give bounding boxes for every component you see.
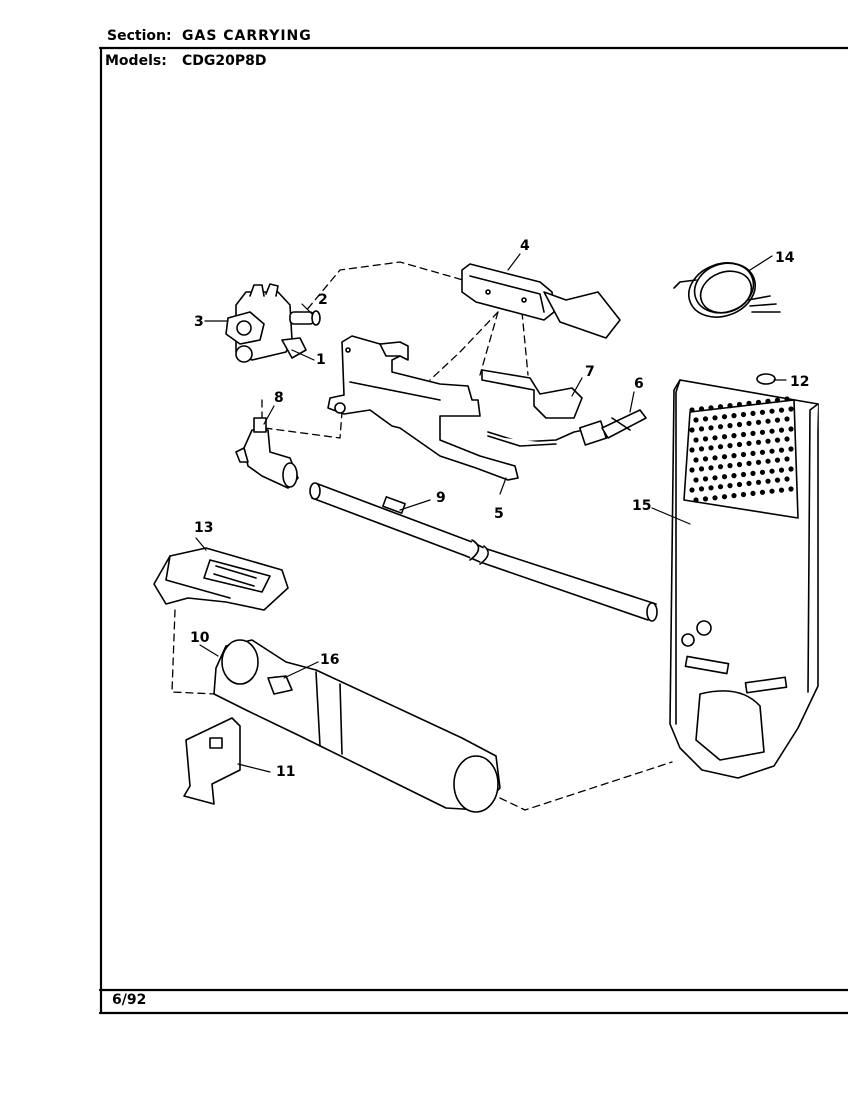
callout-11: 11	[276, 764, 295, 780]
heater-housing-part-15	[669, 379, 819, 779]
callout-2: 2	[318, 292, 328, 308]
callout-6: 6	[634, 376, 644, 392]
callout-13: 13	[194, 520, 213, 536]
callout-12: 12	[790, 374, 809, 390]
callout-15: 15	[632, 498, 651, 514]
perforation-pattern	[689, 396, 794, 503]
callout-9: 9	[436, 490, 446, 506]
models-label: Models:	[105, 53, 167, 69]
fitting-part-12	[756, 373, 776, 385]
callout-leaders	[195, 253, 787, 773]
igniter-part-6	[487, 409, 647, 447]
elbow-fitting-part-8	[235, 417, 299, 489]
combustion-chamber-part-10	[213, 639, 501, 813]
callout-10: 10	[190, 630, 210, 646]
callout-14: 14	[775, 250, 795, 266]
mounting-bracket-part-5	[327, 335, 519, 481]
callout-4: 4	[520, 238, 530, 254]
section-value: GAS CARRYING	[182, 28, 312, 44]
dashed-leader-lines	[171, 261, 673, 811]
callout-8: 8	[274, 390, 284, 406]
gas-valve-part-1	[225, 283, 321, 363]
wire-harness-part-14	[673, 262, 781, 318]
clip-part-7	[481, 369, 583, 419]
callout-1: 1	[316, 352, 326, 368]
burner-tube-part-9	[309, 482, 658, 622]
bracket-part-13	[153, 547, 289, 611]
section-label: Section:	[107, 28, 172, 44]
callout-5: 5	[494, 506, 504, 522]
callout-3: 3	[194, 314, 204, 330]
callout-7: 7	[585, 364, 595, 380]
models-value: CDG20P8D	[182, 53, 267, 69]
page-frame	[98, 46, 848, 1015]
callout-numbers: 1 2 3 4 5 6 7 8 9 10 11 12 13 14 15 16	[190, 238, 809, 780]
footer-date: 6/92	[112, 992, 147, 1008]
callout-16: 16	[320, 652, 339, 668]
burner-bracket-part-4	[461, 263, 621, 339]
support-bracket-part-11	[183, 717, 241, 805]
